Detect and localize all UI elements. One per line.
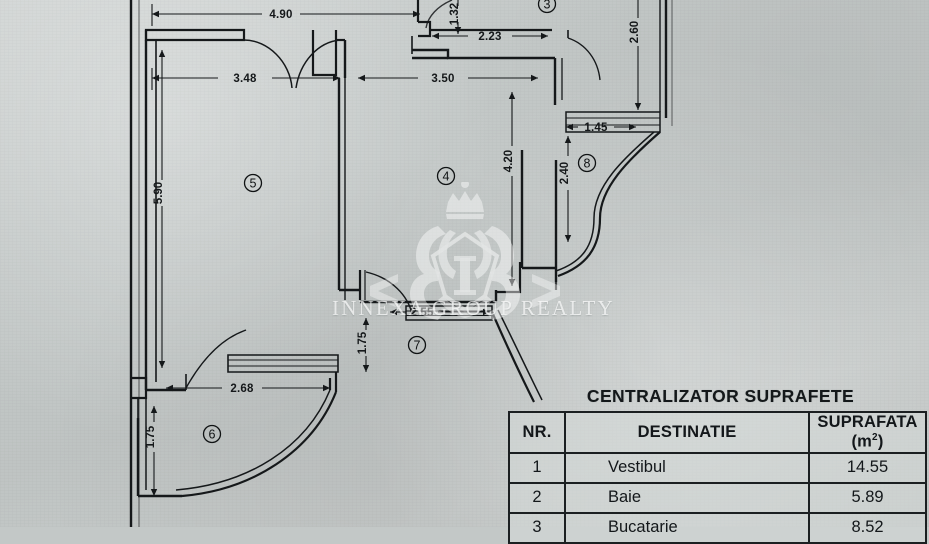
cell-nr: 3 bbox=[508, 511, 566, 544]
cell-nr: 1 bbox=[508, 451, 566, 484]
dimension-label-420: 4.20 bbox=[503, 150, 515, 172]
table-header-row: NR. DESTINATIE SUPRAFATA (m2) bbox=[508, 411, 927, 454]
table-row: 1 Vestibul 14.55 bbox=[508, 451, 927, 484]
room-marker-6-label: 6 bbox=[209, 428, 216, 442]
cell-destinatie: Bucatarie bbox=[564, 511, 810, 544]
room-marker-7: 7 bbox=[407, 335, 427, 355]
table-row: 2 Baie 5.89 bbox=[508, 481, 927, 514]
dimension-label-350: 3.50 bbox=[431, 73, 454, 85]
room-marker-8: 8 bbox=[577, 153, 597, 173]
dimension-lines bbox=[150, 0, 642, 496]
wall-outlines bbox=[129, 0, 673, 527]
dimension-label-223: 2.23 bbox=[478, 31, 501, 43]
area-summary-table: NR. DESTINATIE SUPRAFATA (m2) 1 Vestibul… bbox=[508, 411, 927, 544]
cell-destinatie: Vestibul bbox=[564, 451, 810, 484]
room-marker-7-label: 7 bbox=[414, 339, 421, 353]
room-marker-3: 3 bbox=[537, 0, 557, 14]
table-row: 3 Bucatarie 8.52 bbox=[508, 511, 927, 544]
dimension-label-490: 4.90 bbox=[269, 9, 292, 21]
dimension-label-348: 3.48 bbox=[233, 73, 257, 85]
dimension-label-590: 5.90 bbox=[153, 182, 165, 204]
dimension-label-260: 2.60 bbox=[629, 21, 641, 43]
room-marker-5: 5 bbox=[243, 173, 263, 193]
column-header-suprafata-close: ) bbox=[877, 432, 884, 451]
dimension-label-175-room6: 1.75 bbox=[145, 425, 157, 448]
cell-nr: 2 bbox=[508, 481, 566, 514]
cell-suprafata: 8.52 bbox=[808, 511, 927, 544]
dimension-label-268: 2.68 bbox=[230, 383, 254, 395]
room-number-markers: 3 4 5 6 7 8 bbox=[202, 0, 597, 444]
dimension-labels: 4.90 3.48 2.23 3.50 1.45 2.68 2.55 5.90 … bbox=[145, 3, 641, 448]
room-marker-6: 6 bbox=[202, 424, 222, 444]
room-marker-4-label: 4 bbox=[443, 170, 450, 184]
cell-suprafata: 14.55 bbox=[808, 451, 927, 484]
room-marker-3-label: 3 bbox=[544, 0, 551, 12]
dimension-label-175-room7: 1.75 bbox=[357, 331, 369, 354]
column-header-suprafata-text: SUPRAFATA (m bbox=[817, 413, 918, 451]
cell-destinatie: Baie bbox=[564, 481, 810, 514]
column-header-nr: NR. bbox=[508, 411, 566, 454]
table-title: CENTRALIZATOR SUPRAFETE bbox=[586, 386, 855, 406]
dimension-label-132: 1.32 bbox=[449, 3, 461, 25]
room-marker-5-label: 5 bbox=[250, 177, 257, 191]
room-marker-4: 4 bbox=[436, 166, 456, 186]
room-marker-8-label: 8 bbox=[584, 157, 591, 171]
floor-plan-drawing: 4.90 3.48 2.23 3.50 1.45 2.68 2.55 5.90 … bbox=[129, 0, 673, 527]
dimension-label-255: 2.55 bbox=[410, 307, 434, 319]
cell-suprafata: 5.89 bbox=[808, 481, 927, 514]
dimension-label-240: 2.40 bbox=[559, 162, 571, 184]
column-header-destinatie: DESTINATIE bbox=[564, 411, 810, 454]
column-header-suprafata: SUPRAFATA (m2) bbox=[808, 411, 927, 454]
column-header-suprafata-exponent: 2 bbox=[872, 432, 878, 443]
area-summary-block: CENTRALIZATOR SUPRAFETE NR. DESTINATIE S… bbox=[508, 386, 927, 544]
dimension-label-145: 1.45 bbox=[584, 122, 608, 134]
